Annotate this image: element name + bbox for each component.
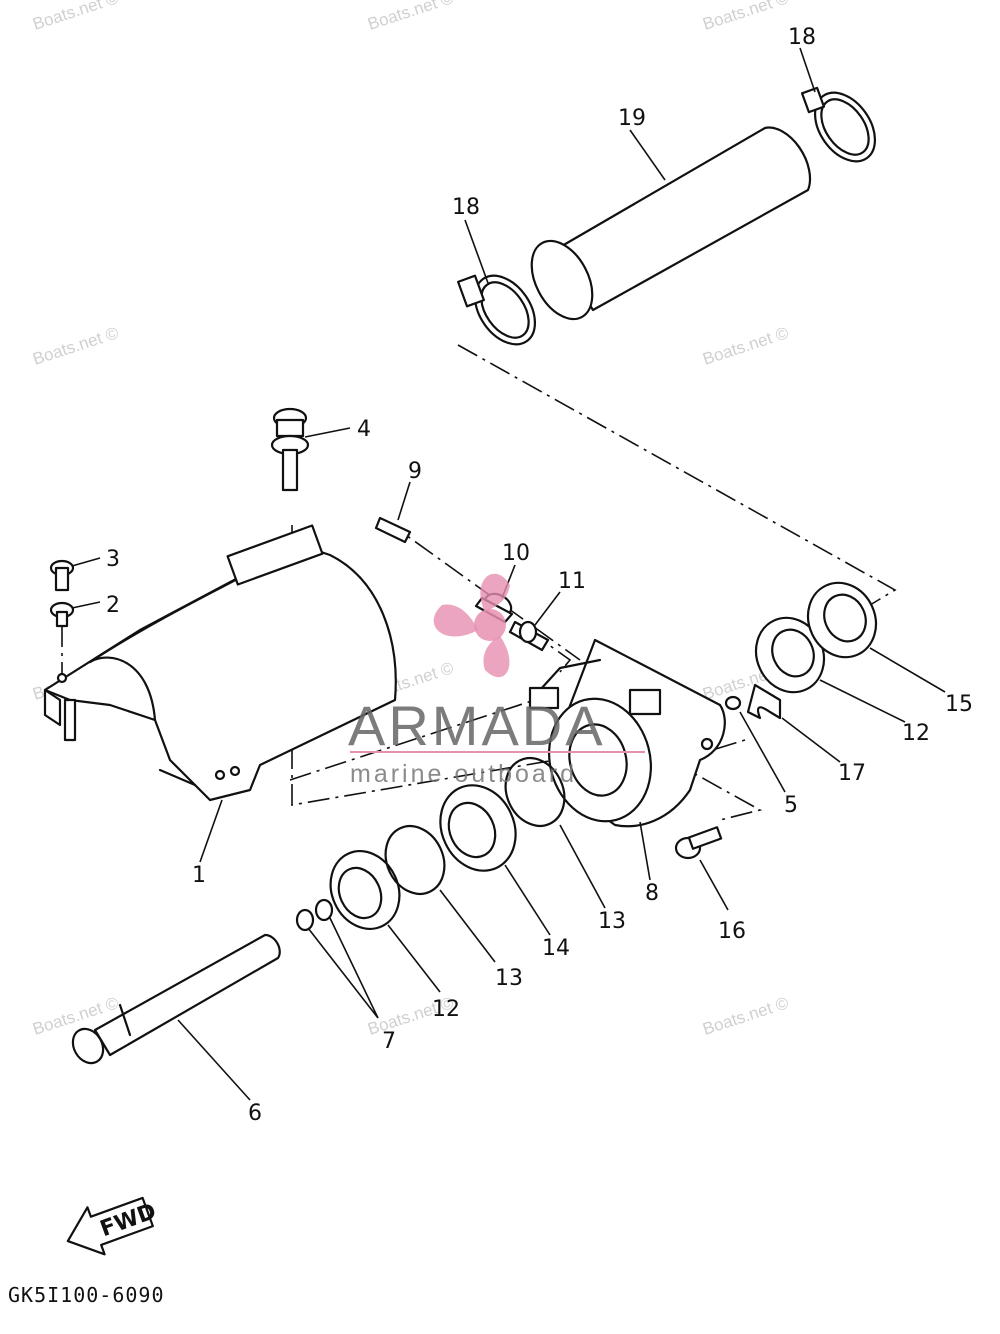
cover [43,524,397,802]
hose-clamp-upper [800,86,877,163]
callout-1: 1 [192,863,206,888]
brand-tagline: marine outboard [350,760,577,788]
callout-14: 14 [542,936,570,961]
oil-seal-15 [806,581,878,659]
callout-16: 16 [718,919,746,944]
plate [746,683,782,720]
pin [374,516,412,544]
callout-13-upper: 13 [598,909,626,934]
callout-19: 19 [618,106,646,131]
callout-2: 2 [106,593,120,618]
brand-watermark: ARMADA marine outboard [348,573,645,788]
joint [508,620,550,652]
callout-12-lower: 12 [432,997,460,1022]
washer [49,601,75,628]
callout-18-upper: 18 [788,25,816,50]
screw [49,559,75,592]
circlip-upper-13 [504,757,566,827]
fwd-arrow: FWD [66,1196,160,1256]
bearing-14 [439,784,517,872]
watermarks: Boats.net © Boats.net © Boats.net © Boat… [30,0,791,1039]
watermark: Boats.net © [365,0,456,34]
oil-seal-upper-12 [754,616,826,694]
bearing-housing [528,638,726,828]
hose-clamp-lower [456,274,537,346]
circlip-lower-13 [384,825,446,895]
watermark: Boats.net © [700,993,791,1039]
oil-seal-lower-12 [329,850,401,930]
propeller-logo [474,609,506,641]
callout-12-upper: 12 [902,721,930,746]
diagram-code: GK5I100-6090 [8,1283,165,1307]
hose [530,126,812,321]
callout-10: 10 [502,541,530,566]
callout-4: 4 [357,417,371,442]
brand-name: ARMADA [348,694,606,757]
collar [724,695,742,711]
callout-9: 9 [408,459,422,484]
leader-lines [71,47,946,1101]
bolt [674,826,723,860]
watermark: Boats.net © [700,323,791,369]
callout-7: 7 [382,1029,396,1054]
callout-18-lower: 18 [452,195,480,220]
watermark: Boats.net © [30,323,121,369]
callouts: 1 2 3 4 5 6 7 8 9 10 11 12 12 13 13 14 1… [106,25,973,1126]
grommet [270,407,310,492]
callout-6: 6 [248,1101,262,1126]
drive-shaft [71,933,281,1065]
callout-5: 5 [784,793,798,818]
callout-11: 11 [558,569,586,594]
callout-15: 15 [945,692,973,717]
watermark: Boats.net © [30,0,121,34]
callout-17: 17 [838,761,866,786]
callout-8: 8 [645,881,659,906]
callout-3: 3 [106,547,120,572]
watermark: Boats.net © [700,0,791,34]
o-rings [295,898,334,932]
callout-13-lower: 13 [495,966,523,991]
